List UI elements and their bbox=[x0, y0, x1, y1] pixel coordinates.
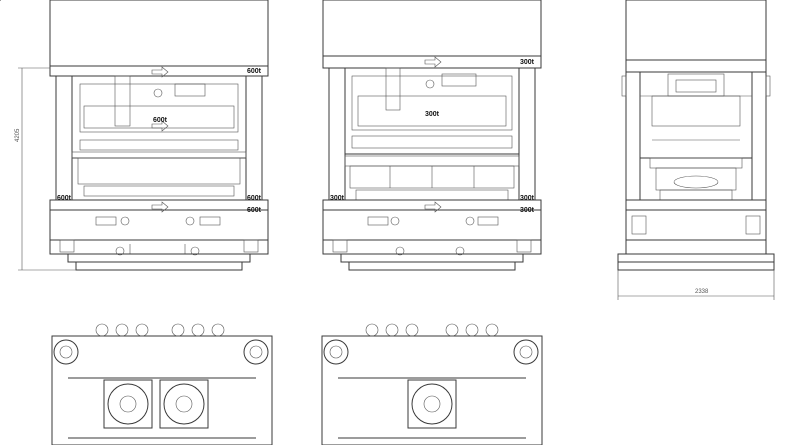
height-dimension-label: 4205 bbox=[15, 128, 21, 142]
width-dimension-label: 2338 bbox=[695, 289, 709, 295]
plan-view-right bbox=[321, 323, 543, 445]
front600-bed-right-label: 600t bbox=[247, 207, 262, 214]
front300-top-right-label: 300t bbox=[520, 59, 535, 66]
front600-bottom-right-label: 600t bbox=[247, 195, 262, 202]
front300-center-label: 300t bbox=[425, 111, 440, 118]
front-view-300t bbox=[322, 0, 542, 271]
front-view-600t bbox=[0, 0, 269, 271]
front300-bottom-right-label: 300t bbox=[520, 195, 535, 202]
front600-bottom-left-label: 600t bbox=[57, 195, 72, 202]
front600-top-right-label: 600t bbox=[247, 68, 262, 75]
front300-bed-right-label: 300t bbox=[520, 207, 535, 214]
plan-view-left bbox=[51, 323, 273, 445]
front600-center-label: 600t bbox=[153, 117, 168, 124]
front300-bottom-left-label: 300t bbox=[330, 195, 345, 202]
side-view bbox=[617, 0, 775, 271]
width-dimension-line bbox=[617, 270, 775, 300]
height-dimension-line bbox=[18, 67, 76, 271]
